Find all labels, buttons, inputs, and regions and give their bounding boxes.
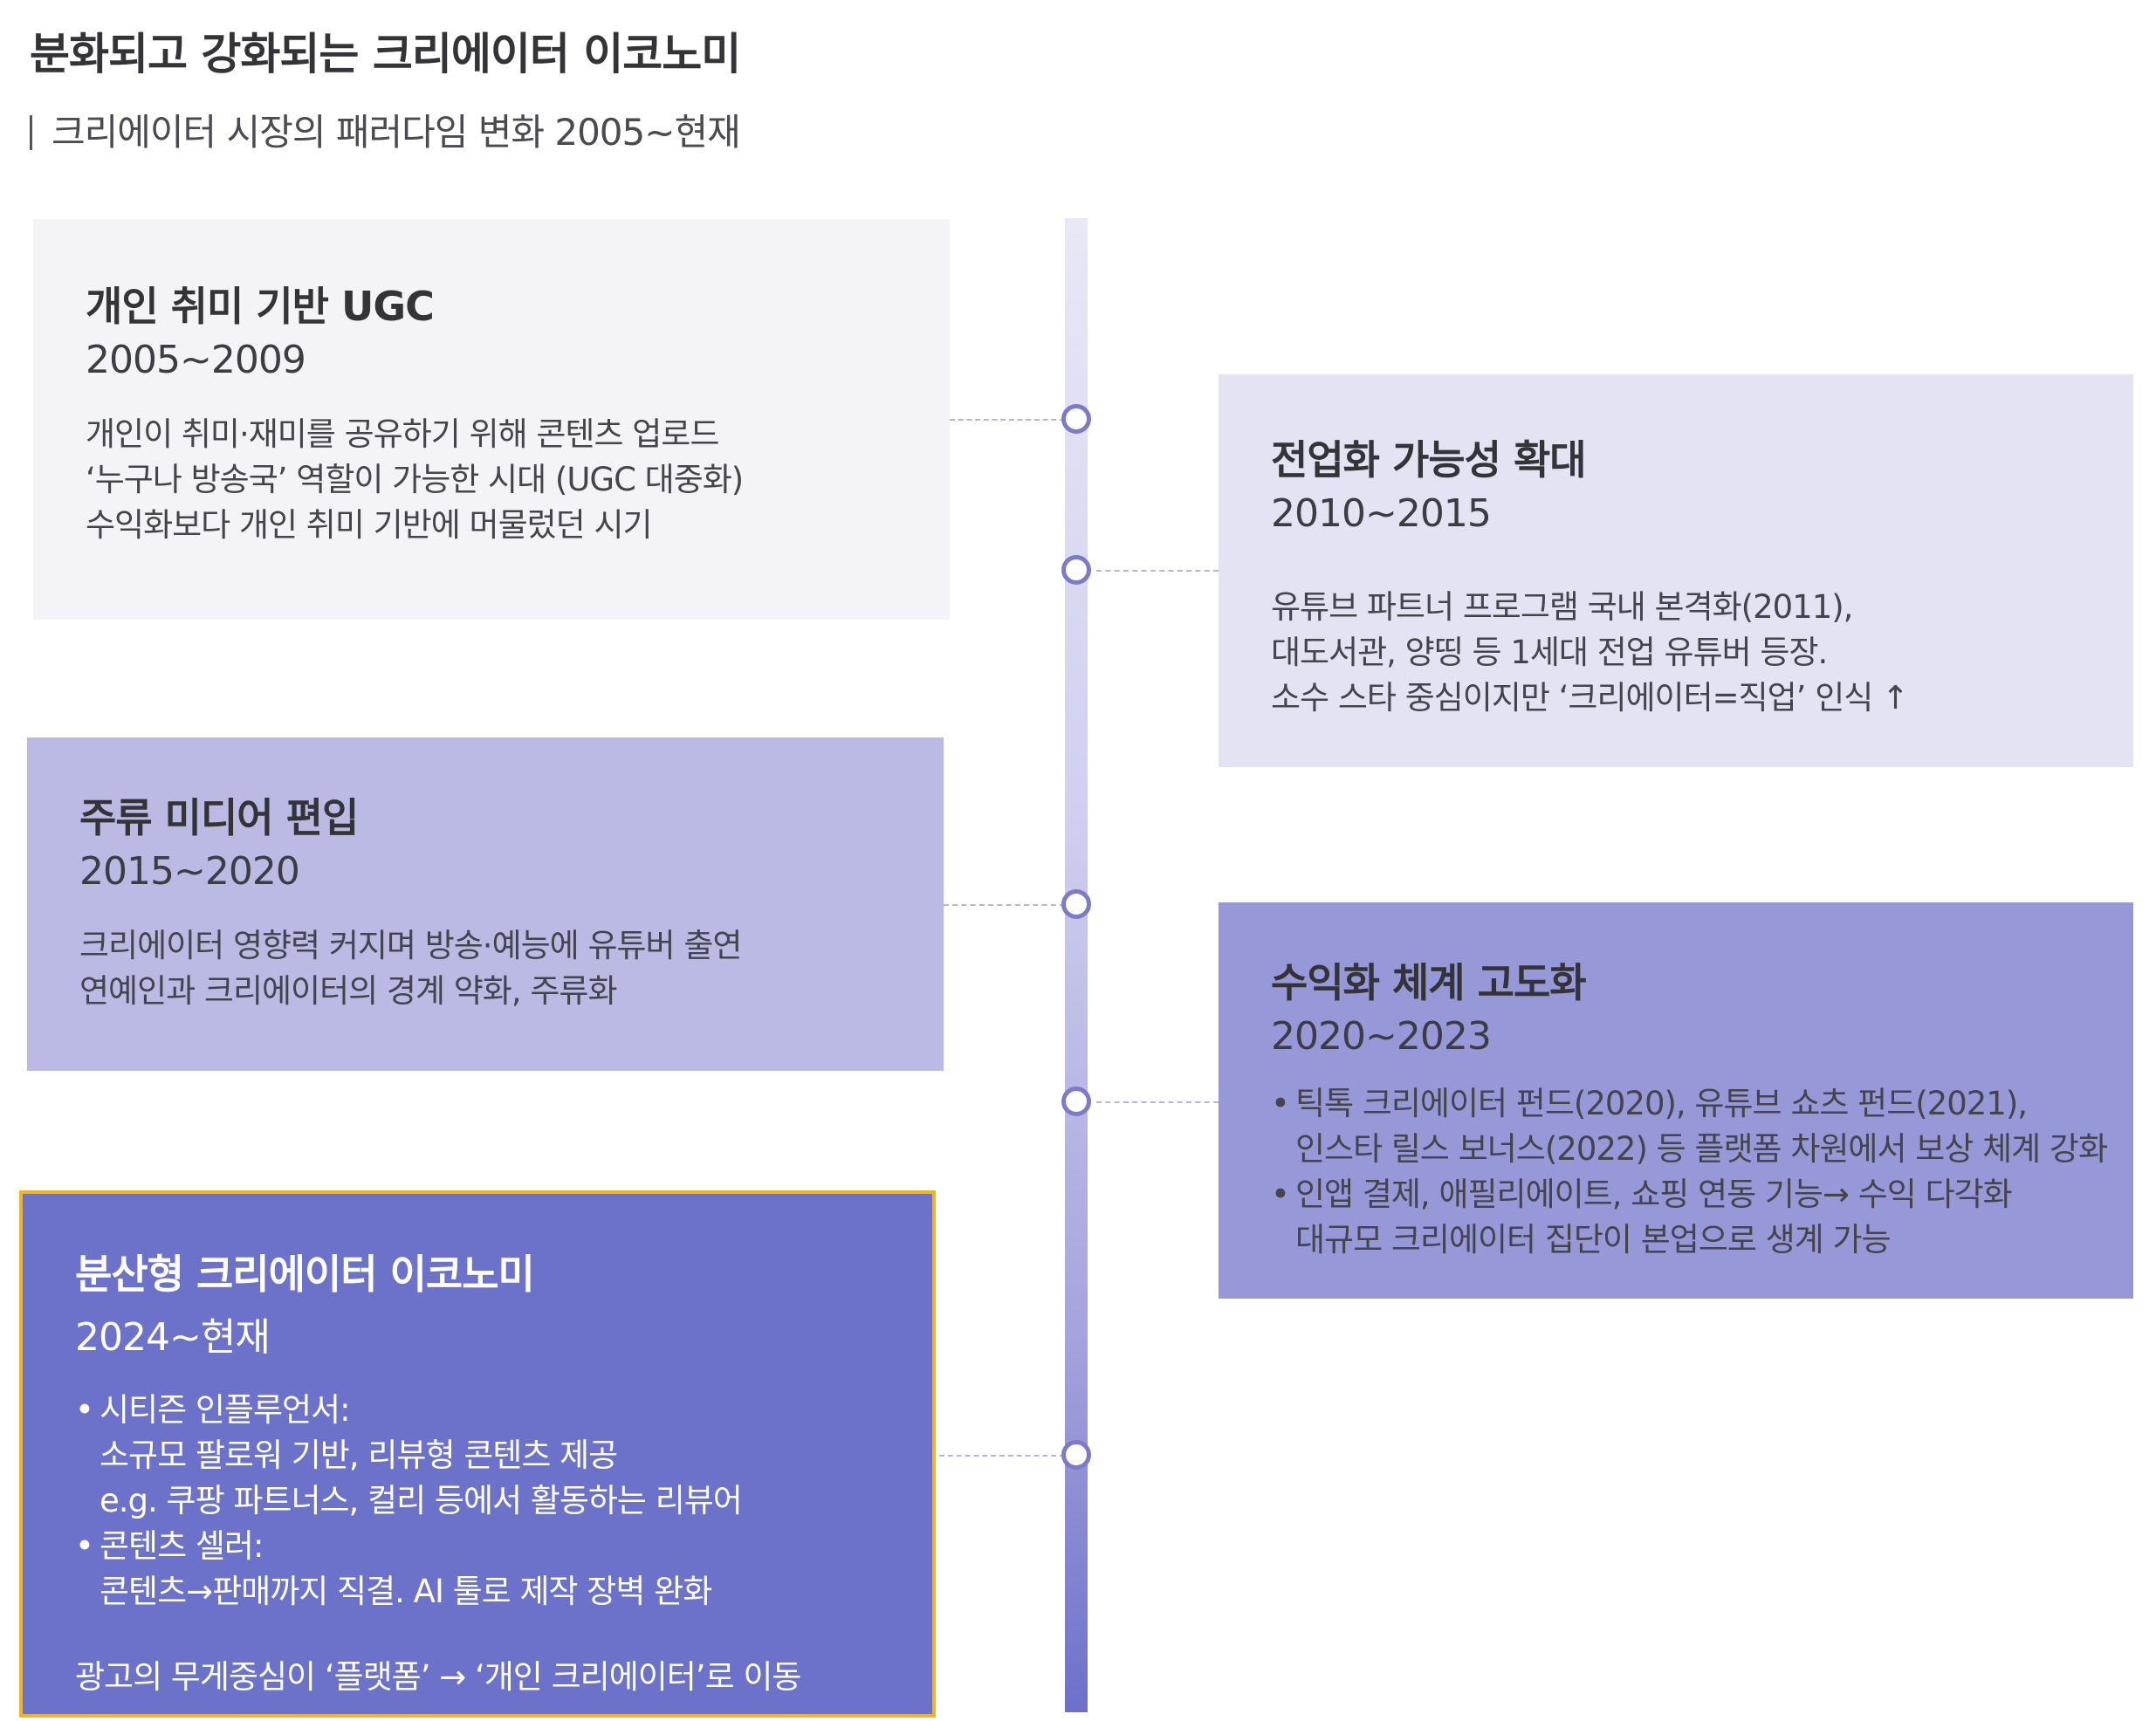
description-line: 크리에이터 영향력 커지며 방송·예능에 유튜버 출연	[79, 927, 742, 964]
timeline-axis	[1065, 218, 1088, 1712]
stage-years: 2005~2009	[86, 338, 306, 382]
connector-line	[1096, 1101, 1219, 1103]
timeline-node	[1061, 1440, 1091, 1470]
description-line: 개인이 취미·재미를 공유하기 위해 콘텐츠 업로드	[86, 415, 719, 453]
bullet-item: 콘텐츠 셀러:	[75, 1524, 880, 1569]
stage-description: 크리에이터 영향력 커지며 방송·예능에 유튜버 출연 연예인과 크리에이터의 …	[79, 923, 891, 1014]
stage-title: 수익화 체계 고도화	[1271, 959, 1587, 1006]
stage-years: 2010~2015	[1271, 491, 1492, 536]
timeline-node	[1061, 555, 1091, 585]
bullet-item: 틱톡 크리에이터 펀드(2020), 유튜브 쇼츠 펀드(2021),	[1271, 1081, 2081, 1127]
stage-description: 시티즌 인플루언서: 소규모 팔로워 기반, 리뷰형 콘텐츠 제공 e.g. 쿠…	[75, 1388, 880, 1700]
connector-line	[939, 1455, 1065, 1457]
stage-description: 틱톡 크리에이터 펀드(2020), 유튜브 쇼츠 펀드(2021), 인스타 …	[1271, 1081, 2108, 1263]
description-line: 콘텐츠→판매까지 직결. AI 툴로 제작 장벽 완화	[100, 1573, 712, 1610]
description-line: 인스타 릴스 보너스(2022) 등 플랫폼 차원에서 보상 체계 강화	[1295, 1130, 2108, 1168]
connector-line	[950, 419, 1065, 421]
description-line: 소수 스타 중심이지만 ‘크리에이터=직업’ 인식 ↑	[1271, 679, 1909, 717]
summary-line: 광고의 무게중심이 ‘플랫폼’ → ‘개인 크리에이터’로 이동	[75, 1658, 801, 1696]
description-line: 연예인과 크리에이터의 경계 약화, 주류화	[79, 972, 618, 1010]
stage-card-decentralized: 분산형 크리에이터 이코노미 2024~현재 시티즌 인플루언서: 소규모 팔로…	[19, 1190, 936, 1718]
description-line: ‘누구나 방송국’ 역할이 가능한 시대 (UGC 대중화)	[86, 461, 744, 498]
description-line: e.g. 쿠팡 파트너스, 컬리 등에서 활동하는 리뷰어	[100, 1482, 743, 1519]
stage-card-monetization: 수익화 체계 고도화 2020~2023 틱톡 크리에이터 펀드(2020), …	[1219, 902, 2133, 1299]
description-line: 소규모 팔로워 기반, 리뷰형 콘텐츠 제공	[100, 1436, 618, 1474]
subtitle-bar	[30, 115, 32, 150]
stage-card-professionalization: 전업화 가능성 확대 2010~2015 유튜브 파트너 프로그램 국내 본격화…	[1219, 374, 2133, 767]
stage-title: 분산형 크리에이터 이코노미	[75, 1251, 535, 1298]
page-title: 분화되고 강화되는 크리에이터 이코노미	[30, 29, 741, 79]
description-line: 수익화보다 개인 취미 기반에 머물렀던 시기	[86, 506, 653, 544]
connector-line	[1096, 570, 1219, 572]
stage-title: 주류 미디어 편입	[79, 794, 359, 841]
stage-card-ugc: 개인 취미 기반 UGC 2005~2009 개인이 취미·재미를 공유하기 위…	[33, 219, 950, 620]
stage-title: 전업화 가능성 확대	[1271, 436, 1587, 483]
stage-description: 개인이 취미·재미를 공유하기 위해 콘텐츠 업로드 ‘누구나 방송국’ 역할이…	[86, 412, 897, 548]
page-subtitle: 크리에이터 시장의 패러다임 변화 2005~현재	[30, 103, 741, 156]
connector-line	[944, 904, 1065, 906]
description-line: 대도서관, 양띵 등 1세대 전업 유튜버 등장.	[1271, 634, 1828, 671]
bullet-item: 시티즌 인플루언서:	[75, 1388, 880, 1433]
stage-years: 2020~2023	[1271, 1014, 1492, 1059]
bullet-item: 인앱 결제, 애필리에이트, 쇼핑 연동 기능→ 수익 다각화	[1271, 1172, 2081, 1217]
stage-years: 2015~2020	[79, 849, 300, 894]
stage-description: 유튜브 파트너 프로그램 국내 본격화(2011), 대도서관, 양띵 등 1세…	[1271, 585, 2081, 721]
description-line: 유튜브 파트너 프로그램 국내 본격화(2011),	[1271, 588, 1853, 626]
stage-years: 2024~현재	[75, 1315, 271, 1360]
stage-card-mainstream: 주류 미디어 편입 2015~2020 크리에이터 영향력 커지며 방송·예능에…	[27, 737, 944, 1071]
description-line: 대규모 크리에이터 집단이 본업으로 생계 가능	[1295, 1221, 1892, 1258]
timeline-node	[1061, 1087, 1091, 1116]
subtitle-text: 크리에이터 시장의 패러다임 변화 2005~현재	[51, 111, 741, 154]
timeline-node	[1061, 404, 1091, 434]
timeline-node	[1061, 889, 1091, 919]
stage-title: 개인 취미 기반 UGC	[86, 283, 435, 330]
